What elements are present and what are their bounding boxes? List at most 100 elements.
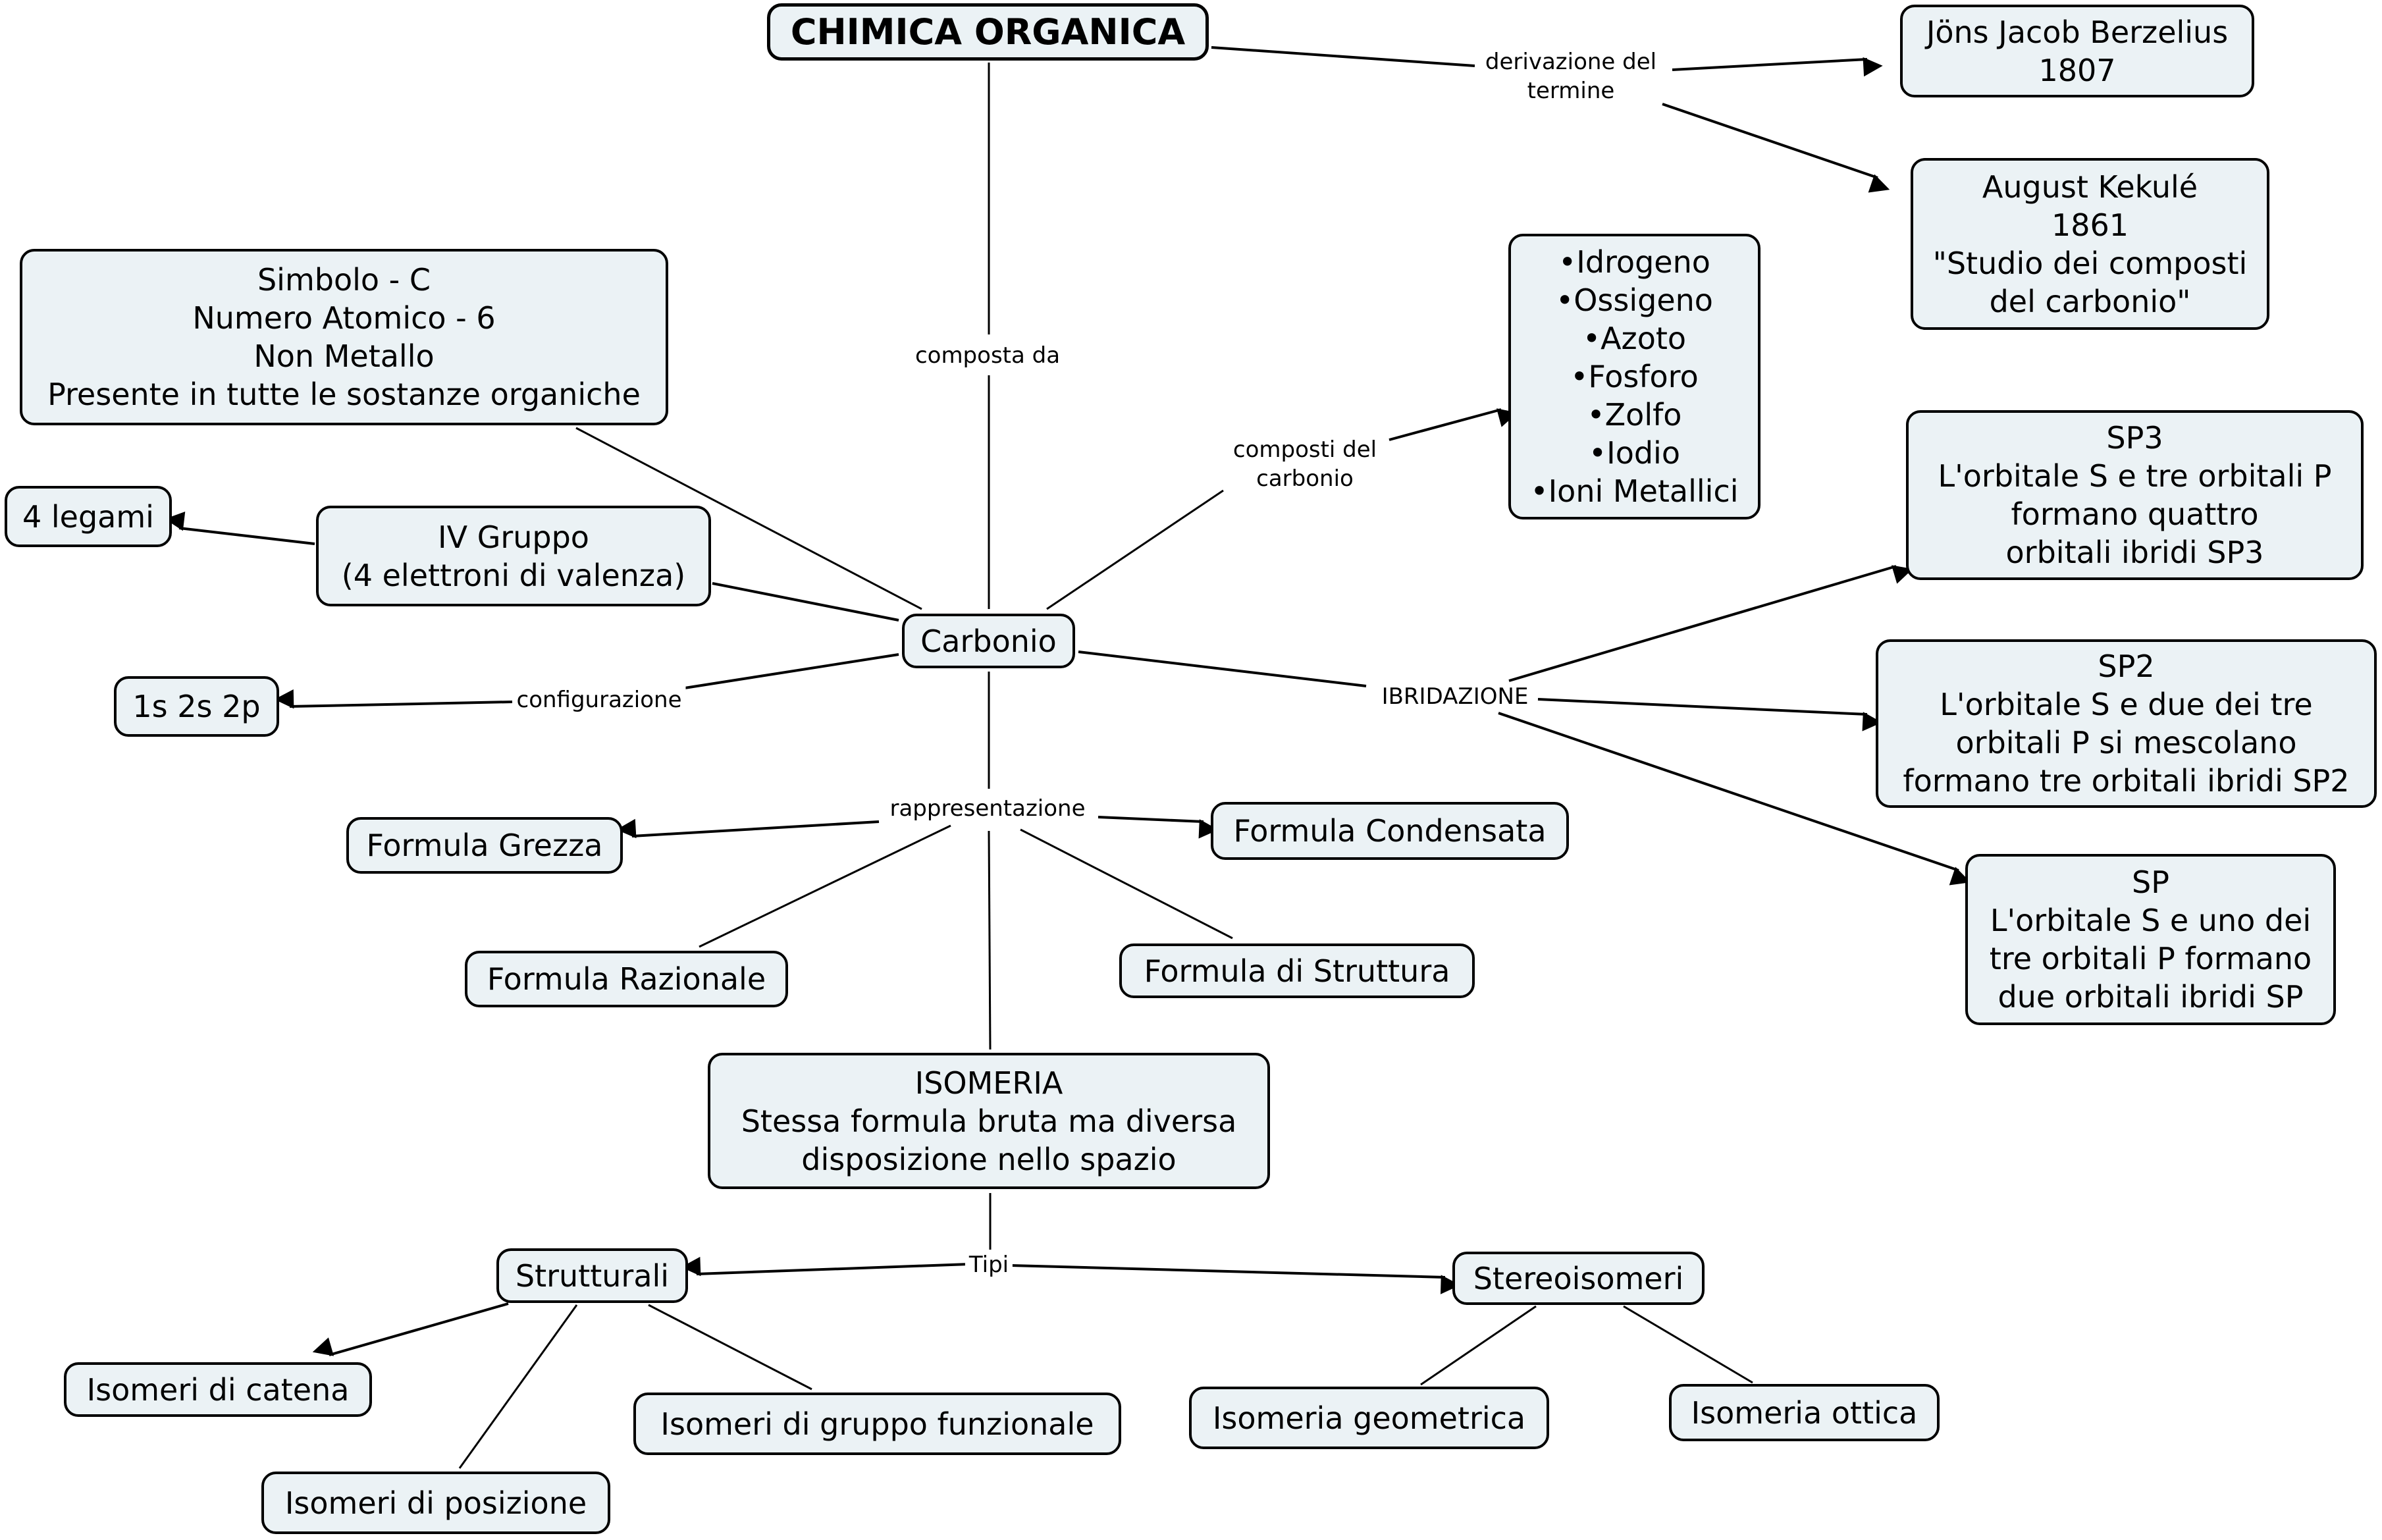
edge-stereoisomeri-geometrica — [1420, 1305, 1537, 1386]
node-strutturali[interactable]: Strutturali — [496, 1248, 688, 1303]
node-text-line: "Studio dei composti — [1932, 245, 2248, 281]
link-composta-da[interactable]: composta da — [911, 341, 1065, 370]
node-text-line: L'orbitale S e tre orbitali P — [1938, 458, 2332, 494]
edge-ibridazione-sp — [1498, 712, 1971, 886]
node-text-line: formano quattro — [2011, 496, 2259, 532]
node-text-line: •Idrogeno — [1558, 244, 1710, 280]
node-text-line: formano tre orbitali ibridi SP2 — [1903, 763, 2350, 799]
edge-composti-elementi — [1389, 408, 1518, 441]
link-configurazione[interactable]: configurazione — [512, 685, 686, 714]
link-text-line: configurazione — [516, 687, 682, 713]
node-text-line: L'orbitale S e uno dei — [1990, 903, 2312, 938]
node-formula-condensata[interactable]: Formula Condensata — [1211, 802, 1569, 860]
edge-strutturali-catena — [312, 1302, 509, 1356]
node-isomeri-di-posizione[interactable]: Isomeri di posizione — [261, 1472, 610, 1534]
node-4-legami[interactable]: 4 legami — [5, 486, 172, 547]
node-text-line: (4 elettroni di valenza) — [341, 557, 686, 593]
edge-carbonio-composti — [1046, 489, 1224, 610]
node-text-line: orbitali P si mescolano — [1955, 725, 2297, 760]
edge-carbonio-ibridazione — [1078, 651, 1367, 687]
node-text-line: •Azoto — [1582, 321, 1687, 356]
link-tipi[interactable]: Tipi — [965, 1250, 1013, 1279]
node-text-line: Isomeri di catena — [86, 1371, 350, 1408]
node-text-line: •Ossigeno — [1556, 282, 1713, 318]
edge-rappresentazione-razionale — [699, 824, 951, 948]
node-text-line: Carbonio — [920, 623, 1057, 659]
node-text-line: 4 legami — [22, 498, 154, 535]
node-text-line: ISOMERIA — [914, 1065, 1063, 1101]
link-text-line: termine — [1527, 78, 1615, 104]
link-text-line: IBRIDAZIONE — [1381, 683, 1529, 710]
node-text-line: •Iodio — [1589, 435, 1680, 471]
edge-rappresentazione-grezza — [616, 818, 880, 839]
node-text-line: •Fosforo — [1570, 359, 1699, 394]
node-text-line: SP — [2132, 864, 2169, 900]
node-formula-di-struttura[interactable]: Formula di Struttura — [1119, 943, 1475, 998]
link-ibridazione[interactable]: IBRIDAZIONE — [1377, 682, 1533, 711]
node-isomeria-ottica[interactable]: Isomeria ottica — [1669, 1384, 1940, 1441]
edge-ibridazione-sp3 — [1508, 565, 1913, 682]
node-text-line: IV Gruppo — [438, 519, 589, 555]
node-isomeri-di-catena[interactable]: Isomeri di catena — [64, 1362, 372, 1417]
node-text-line: Isomeri di gruppo funzionale — [660, 1406, 1094, 1442]
node-text-line: •Ioni Metallici — [1530, 473, 1739, 509]
edge-rappresentazione-isomeria — [988, 830, 992, 1050]
edge-carbonio-configurazione — [684, 653, 899, 689]
node-text-line: Stereoisomeri — [1473, 1260, 1684, 1296]
node-text-line: SP3 — [2106, 420, 2163, 456]
node-text-line: Isomeri di posizione — [284, 1485, 587, 1521]
node-elementi[interactable]: •Idrogeno•Ossigeno•Azoto•Fosforo•Zolfo•I… — [1508, 234, 1760, 519]
node-text-line: Non Metallo — [253, 338, 435, 374]
link-text-line: carbonio — [1256, 465, 1354, 492]
node-text-line: CHIMICA ORGANICA — [790, 11, 1186, 53]
node-text-line: Formula Grezza — [366, 828, 603, 863]
node-text-line: Jöns Jacob Berzelius — [1926, 14, 2229, 50]
node-formula-grezza[interactable]: Formula Grezza — [346, 817, 623, 874]
edge-strutturali-funzionale — [648, 1304, 812, 1391]
node-text-line: disposizione nello spazio — [801, 1141, 1177, 1177]
node-carbonio[interactable]: Carbonio — [902, 614, 1075, 668]
node-text-line: tre orbitali P formano — [1989, 941, 2312, 976]
node-text-line: Numero Atomico - 6 — [192, 300, 496, 336]
edge-stereoisomeri-ottica — [1623, 1305, 1753, 1384]
edge-gruppo-legami — [165, 512, 315, 545]
edge-rappresentazione-struttura — [1020, 828, 1233, 940]
node-text-line: orbitali ibridi SP3 — [2005, 535, 2264, 570]
node-text-line: del carbonio" — [1989, 283, 2191, 319]
node-text-line: L'orbitale S e due dei tre — [1940, 687, 2313, 722]
node-text-line: Simbolo - C — [257, 262, 431, 298]
node-text-line: 1807 — [2038, 52, 2116, 88]
edge-root-derivazione — [1211, 46, 1475, 67]
node-text-line: Isomeria ottica — [1691, 1394, 1918, 1431]
link-text-line: Tipi — [968, 1252, 1009, 1278]
node-isomeria-geometrica[interactable]: Isomeria geometrica — [1189, 1387, 1549, 1449]
node-formula-razionale[interactable]: Formula Razionale — [465, 951, 788, 1007]
link-rappresentazione[interactable]: rappresentazione — [886, 794, 1090, 823]
node-stereoisomeri[interactable]: Stereoisomeri — [1452, 1252, 1705, 1305]
edge-strutturali-posizione — [458, 1304, 578, 1469]
node-text-line: Strutturali — [515, 1258, 670, 1294]
node-text-line: Presente in tutte le sostanze organiche — [47, 377, 641, 412]
node-text-line: due orbitali ibridi SP — [1998, 979, 2304, 1015]
node-chimica-organica[interactable]: CHIMICA ORGANICA — [767, 3, 1209, 61]
node-isomeri-gruppo-funzionale[interactable]: Isomeri di gruppo funzionale — [633, 1393, 1121, 1455]
node-text-line: Isomeria geometrica — [1212, 1400, 1526, 1436]
node-text-line: Formula Razionale — [487, 961, 766, 997]
node-configurazione-elettronica[interactable]: 1s 2s 2p — [114, 676, 279, 737]
node-iv-gruppo[interactable]: IV Gruppo(4 elettroni di valenza) — [316, 506, 711, 606]
node-text-line: 1s 2s 2p — [132, 689, 261, 724]
node-text-line: Formula Condensata — [1233, 813, 1547, 849]
edge-rappresentazione-condensata — [1098, 816, 1219, 839]
link-text-line: composti del — [1232, 437, 1377, 463]
edge-tipi-stereoisomeri — [1011, 1264, 1460, 1294]
